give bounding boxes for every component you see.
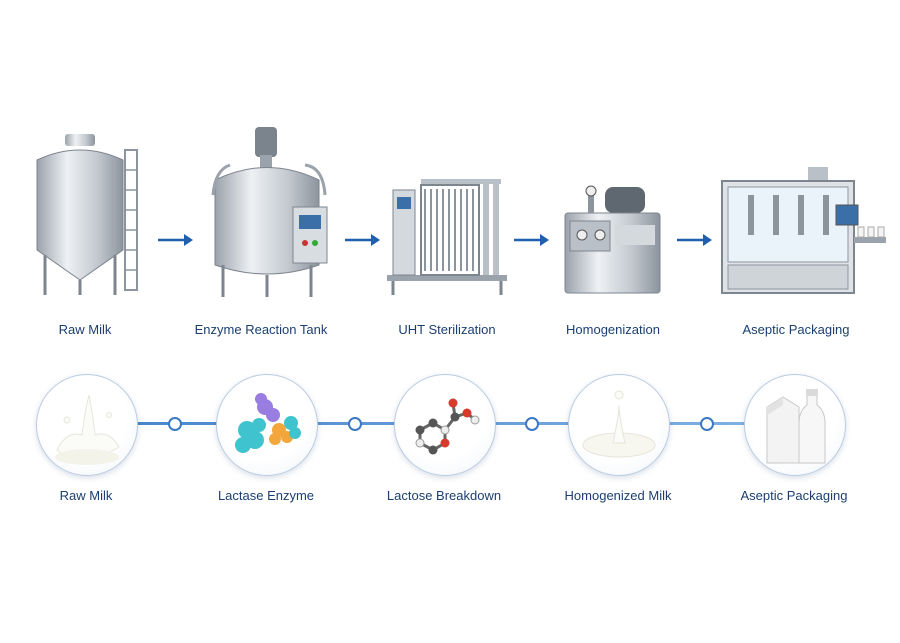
milk-drop-icon [582,390,656,458]
milk-drop-circle [568,374,670,476]
reaction-tank-icon [211,127,328,297]
storage-tank-icon [36,134,138,295]
connector-node [700,417,714,431]
lactose-molecule-icon [415,398,480,455]
product-label-lactase-enzyme: Lactase Enzyme [217,488,315,503]
product-label-raw-milk: Raw Milk [59,488,113,503]
arrow-right-icon [345,234,380,246]
product-label-homogenized-milk: Homogenized Milk [564,488,672,503]
arrow-right-icon [158,234,193,246]
lactose-molecule-circle [394,374,496,476]
arrow-right-icon [677,234,712,246]
milk-splash-circle [36,374,138,476]
stage-label-raw-milk: Raw Milk [58,322,112,337]
connector-node [168,417,182,431]
connector-node [525,417,539,431]
stage-label-enzyme-reaction-tank: Enzyme Reaction Tank [194,322,328,337]
milk-splash-icon [55,394,120,465]
enzyme-molecule-icon [235,393,301,453]
enzyme-molecule-circle [216,374,318,476]
connector-node [348,417,362,431]
milk-cartons-circle [744,374,846,476]
arrow-right-icon [514,234,549,246]
stage-label-aseptic-packaging: Aseptic Packaging [742,322,850,337]
plate-heat-exchanger-icon [387,179,507,295]
stage-label-homogenization: Homogenization [566,322,660,337]
product-label-lactose-breakdown: Lactose Breakdown [386,488,502,503]
homogenizer-icon [564,185,661,294]
filling-machine-icon [721,167,886,294]
product-label-aseptic-packaging: Aseptic Packaging [740,488,848,503]
stage-label-uht-sterilization: UHT Sterilization [398,322,496,337]
milk-cartons-icon [766,389,826,464]
